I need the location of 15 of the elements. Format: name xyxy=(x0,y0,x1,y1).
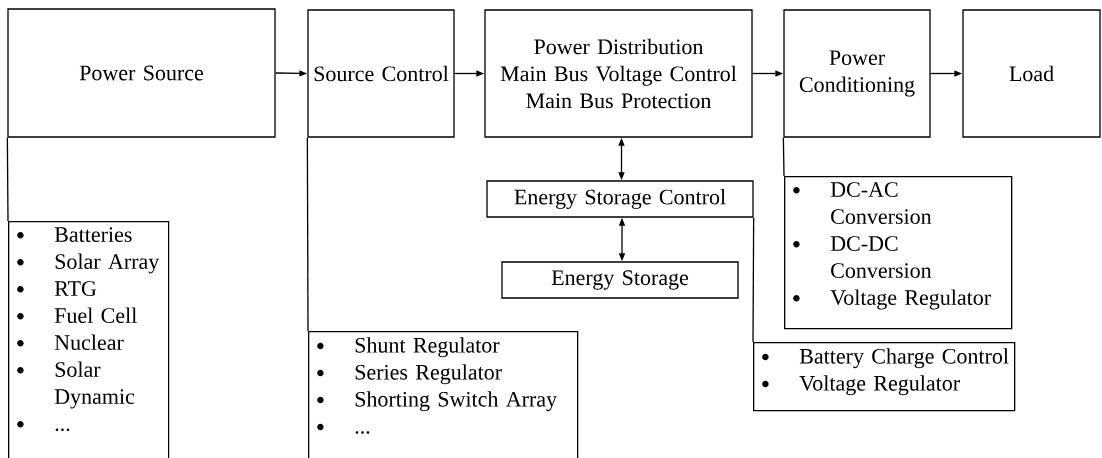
bullet-list-box: Shunt Regulator Series Regulator Shorting Switch Array ... xyxy=(308,331,579,458)
leader-line xyxy=(752,217,755,343)
leader-line xyxy=(306,137,309,332)
bullet-list-box: Batteries Solar Array RTG Fuel Cell Nuclear Solar Dynamic ... xyxy=(8,221,170,458)
bullet-list-box: Battery Charge Control Voltage Regulator xyxy=(753,342,1016,412)
leader-line xyxy=(6,137,9,222)
process-box: Power Distribution Main Bus Voltage Control Main Bus Protection xyxy=(484,9,753,138)
process-box: Load xyxy=(962,9,1101,138)
leader-line xyxy=(782,137,785,177)
bullet-list-box: DC-AC Conversion DC-DC Conversion Voltage Regulator xyxy=(784,176,1013,330)
process-box: Source Control xyxy=(307,9,455,138)
process-box: Power Source xyxy=(7,8,276,138)
process-box: Energy Storage Control xyxy=(486,180,754,218)
process-box: Power Conditioning xyxy=(783,9,931,138)
process-box: Energy Storage xyxy=(501,261,739,299)
